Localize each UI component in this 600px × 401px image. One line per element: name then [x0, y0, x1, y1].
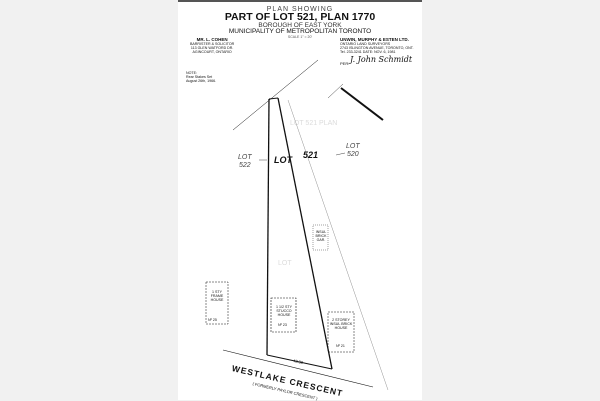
svg-text:LOT 521 PLAN: LOT 521 PLAN	[290, 120, 337, 127]
surveyor-line: ONTARIO LAND SURVEYORS	[340, 42, 391, 46]
client-line: AGINCOURT, ONTARIO	[192, 50, 232, 54]
client-block: MR. L. COHEN BARRISTER & SOLICITOR 113 G…	[190, 37, 235, 54]
house-main-outline	[270, 297, 297, 333]
rear-line	[232, 59, 319, 131]
note-block: NOTE: Rear Stakes Set August 26th, 1966.	[186, 71, 216, 83]
lot-label: LOT	[274, 155, 292, 165]
lot-number: 521	[303, 150, 319, 160]
north-arrow	[340, 87, 384, 121]
svg-text:LOT: LOT	[278, 260, 292, 267]
house-main-number: Nº 23	[278, 323, 287, 327]
survey-plan-page: PLAN SHOWING PART OF LOT 521, PLAN 1770 …	[178, 0, 422, 401]
house-left-outline	[205, 281, 229, 325]
garage-label: INSUL BRICK GAR.	[315, 230, 327, 242]
house-right-number: Nº 21	[336, 344, 345, 348]
client-line: 113 GLEN WATFORD DR.	[190, 46, 234, 50]
street-line	[222, 349, 374, 388]
client-line: BARRISTER & SOLICITOR	[190, 42, 235, 46]
scale: SCALE 1" = 20'	[287, 35, 313, 39]
house-left-label: 1 STY FRAME HOUSE	[210, 290, 224, 302]
municipality: MUNICIPALITY OF METROPOLITAN TORONTO	[228, 28, 372, 35]
page-edge	[178, 0, 422, 2]
surveyor-line: 2743 ISLINGTON AVENUE, TORONTO, ONT.	[340, 46, 414, 50]
surveyor-block: UNWIN, MURPHY & ESTEN LTD. ONTARIO LAND …	[340, 37, 414, 54]
lot-boundary-east	[277, 97, 333, 370]
note-line: Rear Stakes Set	[186, 75, 213, 79]
house-main-label: 1 1/2 STY STUCCO HOUSE	[276, 305, 292, 317]
house-right-outline	[327, 311, 355, 353]
lot-boundary-west	[266, 98, 270, 356]
lot-right-label: LOT	[346, 143, 360, 150]
house-left-number: Nº 25	[208, 318, 217, 322]
lot-boundary-rear	[268, 97, 279, 100]
surveyor-name: UNWIN, MURPHY & ESTEN LTD.	[340, 37, 409, 42]
signature-label: PER:	[340, 61, 350, 66]
adjacent-lot-line	[287, 99, 389, 391]
note-label: NOTE:	[186, 71, 197, 75]
plan-title: PART OF LOT 521, PLAN 1770	[224, 11, 376, 23]
borough: BOROUGH OF EAST YORK	[258, 22, 342, 29]
note-line: August 26th, 1966.	[186, 79, 217, 83]
surveyor-line: Tel. 233-3241 DATE: NOV. 6, 1981	[340, 50, 396, 54]
plan-drawing: LOT 521 PLAN LOT	[205, 59, 389, 391]
pre-title: PLAN SHOWING	[266, 6, 334, 13]
signature: J. John Schmidt	[350, 55, 413, 64]
client-name: MR. L. COHEN	[196, 37, 228, 42]
house-right-label: 2 STOREY INSUL BRICK HOUSE	[329, 318, 353, 330]
lot-left-label: LOT	[238, 154, 252, 161]
lot-boundary-front	[266, 354, 333, 370]
lot-right-number: 520	[346, 151, 359, 158]
lot-left-number: 522	[238, 162, 251, 169]
